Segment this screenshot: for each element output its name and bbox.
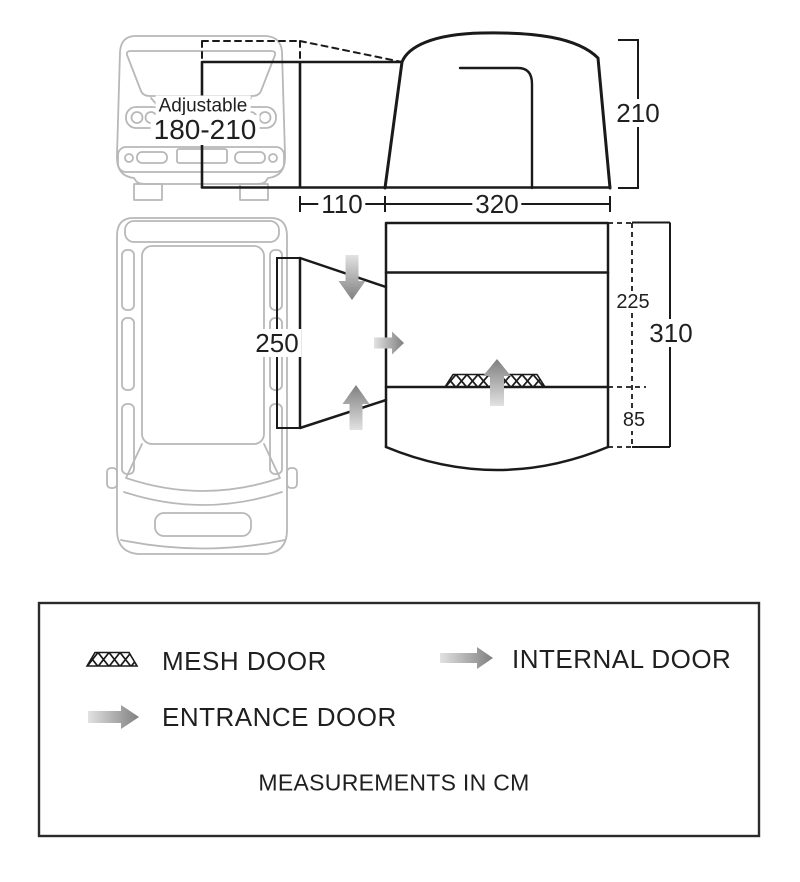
internal-door-arrow bbox=[374, 331, 404, 355]
van-top-bumper-line bbox=[120, 539, 286, 550]
legend-label-internal-door: INTERNAL DOOR bbox=[512, 644, 732, 674]
dim-label-rear-85: 85 bbox=[619, 409, 649, 431]
legend-mesh-swatch bbox=[85, 651, 139, 667]
awning-side-profile bbox=[383, 31, 612, 190]
van-top-hood-line bbox=[123, 491, 283, 506]
adjustable-range-value: 180-210 bbox=[150, 115, 260, 145]
dim-label-depth-310: 310 bbox=[646, 319, 696, 347]
legend-internal-door-arrow bbox=[440, 647, 493, 669]
floorplan-lines bbox=[298, 221, 610, 472]
van-top-windshield bbox=[125, 443, 281, 492]
van-top-view bbox=[106, 217, 298, 555]
van-top-roof bbox=[141, 245, 265, 445]
dim-label-front-225: 225 bbox=[613, 291, 653, 313]
entrance-door-arrow-up bbox=[342, 385, 370, 430]
van-top-mirror-left bbox=[106, 467, 118, 489]
dim-label-tunnel-110: 110 bbox=[318, 190, 366, 218]
van-front-wheel-left bbox=[133, 183, 163, 201]
tunnel-adjustable-dashed bbox=[201, 40, 403, 63]
legend-box bbox=[37, 601, 761, 838]
legend-units-note: MEASUREMENTS IN CM bbox=[258, 769, 530, 796]
dim-label-length-320: 320 bbox=[472, 190, 522, 218]
elevation-lines bbox=[200, 31, 612, 190]
van-top-body bbox=[116, 217, 288, 555]
dim-width-line bbox=[299, 196, 611, 212]
van-top-mirror-right bbox=[286, 467, 298, 489]
front-skirt-curve bbox=[384, 445, 610, 472]
legend-label-mesh-door: MESH DOOR bbox=[162, 646, 327, 676]
van-front-windshield bbox=[125, 50, 277, 97]
awning-side-door-outline bbox=[458, 66, 534, 190]
legend-entrance-door-arrow bbox=[88, 705, 139, 729]
van-top-grille bbox=[154, 512, 252, 537]
van-top-rear-window bbox=[124, 220, 280, 243]
dim-dashed-extensions bbox=[608, 222, 646, 448]
dim-label-height-210: 210 bbox=[613, 99, 663, 127]
entrance-door-arrow-down bbox=[338, 255, 366, 300]
van-front-wheel-right bbox=[239, 183, 269, 201]
door-arrows bbox=[338, 255, 511, 430]
legend-graphics bbox=[37, 601, 761, 838]
adjustable-label: Adjustable bbox=[155, 95, 251, 117]
legend-label-entrance-door: ENTRANCE DOOR bbox=[162, 702, 397, 732]
dim-label-opening-250: 250 bbox=[252, 329, 302, 357]
awning-plan-outline bbox=[384, 221, 610, 449]
mesh-door-arrow bbox=[483, 359, 511, 406]
